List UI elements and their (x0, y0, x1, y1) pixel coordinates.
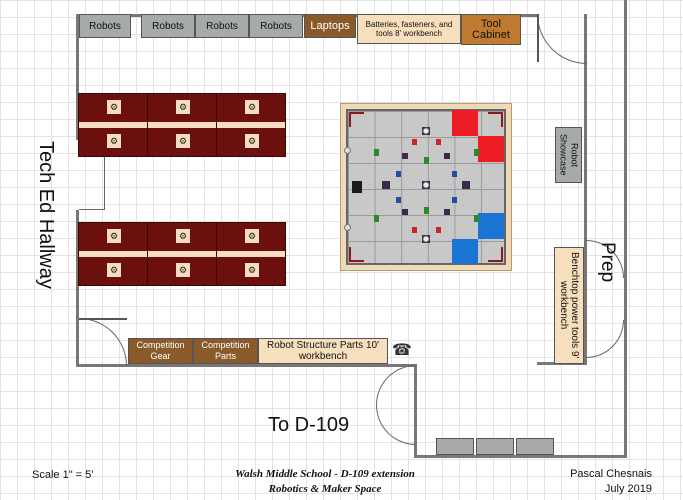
locker-2 (476, 438, 514, 455)
door-swing-d109-upper (376, 365, 416, 405)
field-blue-zone-right (478, 213, 504, 239)
door-swing-top-right (537, 14, 587, 64)
field-peg-left-bottom (344, 224, 351, 231)
wall-left-lower (76, 210, 79, 365)
door-swing-right-lower (586, 320, 624, 358)
robot-logo-icon: ⚙ (245, 134, 259, 148)
competition-gear-label: Competition Gear (136, 340, 185, 361)
batteries-workbench: Batteries, fasteners, and tools 8' workb… (357, 14, 461, 44)
robots-cart-3: Robots (195, 14, 249, 38)
wall-left-upper (76, 14, 79, 140)
field-blue-zone-bottom (452, 239, 478, 264)
desk: ⚙ ⚙ (216, 93, 286, 157)
wall-lower-bottom (414, 455, 627, 458)
wall-right-upper (584, 14, 587, 239)
robot-logo-icon: ⚙ (176, 263, 190, 277)
robots-label: Robots (152, 20, 184, 32)
field-red-zone-right (478, 136, 504, 162)
title-line-1: Walsh Middle School - D-109 extension (235, 468, 415, 480)
robot-logo-icon: ⚙ (245, 229, 259, 243)
robot-logo-icon: ⚙ (176, 100, 190, 114)
competition-gear: Competition Gear (128, 338, 193, 364)
competition-parts-label: Competition Parts (201, 340, 250, 361)
robot-logo-icon: ⚙ (107, 100, 121, 114)
desk: ⚙ ⚙ (147, 93, 217, 157)
title-line-2: Robotics & Maker Space (268, 483, 382, 495)
desk: ⚙ ⚙ (147, 222, 217, 286)
field-red-zone-top (452, 110, 478, 136)
robot-logo-icon: ⚙ (176, 134, 190, 148)
field-elements (349, 112, 503, 262)
robots-label: Robots (260, 20, 292, 32)
robots-cart-1: Robots (79, 14, 131, 38)
wall-lower-right (624, 0, 627, 458)
to-d109-label: To D-109 (268, 414, 350, 436)
robots-label: Robots (89, 20, 121, 32)
scale-label: Scale 1" = 5' (32, 469, 94, 481)
robot-showcase-label: Robot Showcase (558, 134, 580, 176)
tool-cabinet: Tool Cabinet (461, 14, 521, 45)
laptops-label: Laptops (310, 19, 350, 32)
prep-label: Prep (597, 241, 618, 283)
robot-logo-icon: ⚙ (245, 100, 259, 114)
robot-structure-label: Robot Structure Parts 10' workbench (267, 340, 379, 362)
wall-bottom-left (76, 364, 416, 367)
robot-logo-icon: ⚙ (176, 229, 190, 243)
robot-structure-workbench: Robot Structure Parts 10' workbench (258, 338, 388, 364)
door-bottom-left (79, 318, 127, 320)
wall-right-lower (584, 236, 587, 364)
robots-label: Robots (206, 20, 238, 32)
door-swing-bottom-left (79, 318, 127, 366)
robot-logo-icon: ⚙ (107, 229, 121, 243)
tool-cabinet-label: Tool Cabinet (472, 17, 510, 41)
tech-ed-hallway-label: Tech Ed Hallway (35, 141, 57, 289)
robot-logo-icon: ⚙ (245, 263, 259, 277)
desk: ⚙ ⚙ (78, 93, 148, 157)
locker-3 (516, 438, 554, 455)
door-swing-d109-lower (376, 405, 416, 445)
competition-parts: Competition Parts (193, 338, 258, 364)
desk: ⚙ ⚙ (78, 222, 148, 286)
robot-logo-icon: ⚙ (107, 134, 121, 148)
robot-logo-icon: ⚙ (107, 263, 121, 277)
robots-cart-4: Robots (249, 14, 303, 38)
batteries-label: Batteries, fasteners, and tools 8' workb… (365, 20, 453, 38)
laptops-cart: Laptops (304, 14, 356, 38)
telephone-icon: ☎ (392, 342, 412, 359)
desk: ⚙ ⚙ (216, 222, 286, 286)
locker-1 (436, 438, 474, 455)
field-peg-left-top (344, 147, 351, 154)
date-label: July 2019 (604, 483, 652, 495)
door-top-right (537, 14, 539, 62)
robot-showcase: Robot Showcase (555, 127, 582, 183)
benchtop-label: Benchtop power tools 9' workbench (558, 252, 580, 359)
author-label: Pascal Chesnais (570, 468, 652, 480)
robots-cart-2: Robots (141, 14, 195, 38)
benchtop-power-tools-workbench: Benchtop power tools 9' workbench (554, 247, 584, 364)
